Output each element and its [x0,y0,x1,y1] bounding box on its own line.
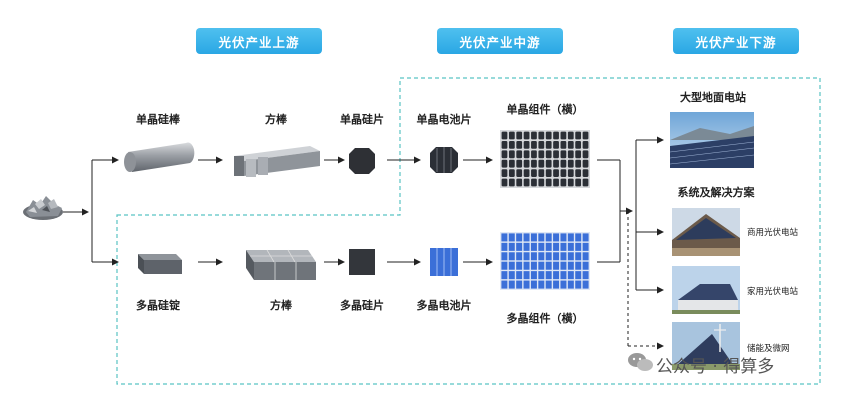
household-station-label: 家用光伏电站 [747,287,799,297]
poly-cell-image [430,248,458,276]
dashed-boundary [116,77,821,385]
poly-ingot-label: 多晶硅锭 [136,299,180,312]
mono-wafer-image [349,148,375,174]
watermark: 公众号 · 得算多 [656,357,775,377]
mono-module-label: 单晶组件（横） [506,103,584,116]
downstream-header: 光伏产业下游 [673,28,799,54]
systems-solutions-title: 系统及解决方案 [677,186,755,199]
raw-silicon-image [23,196,63,220]
mono-cell-label: 单晶电池片 [416,113,472,126]
mono-ingot-image [124,142,195,172]
mono-ingot-label: 单晶硅棒 [136,113,180,126]
mono-module-image [500,130,590,188]
poly-cell-label: 多晶电池片 [416,299,472,312]
poly-square-rod-image [246,249,316,280]
upstream-header: 光伏产业上游 [196,28,322,54]
midstream-header: 光伏产业中游 [437,28,563,54]
mono-cell-image [430,147,458,173]
wechat-icon [628,353,653,371]
commercial-station-photo [672,208,740,256]
poly-wafer-label: 多晶硅片 [340,299,384,312]
mono-wafer-label: 单晶硅片 [340,113,384,126]
commercial-station-label: 商用光伏电站 [747,228,799,238]
poly-ingot-image [138,254,182,274]
storage-microgrid-label: 储能及微网 [747,344,790,354]
ground-station-photo [669,112,755,168]
connector-lines [63,136,664,350]
mono-square-rod-image [234,146,320,177]
ground-station-label: 大型地面电站 [680,91,746,104]
poly-module-label: 多晶组件（横） [506,312,584,325]
poly-module-image [500,232,590,290]
storage-microgrid-photo [672,322,740,370]
poly-square-rod-label: 方棒 [270,299,292,312]
household-station-photo [672,266,740,314]
poly-wafer-image [349,249,375,275]
mono-square-rod-label: 方棒 [265,113,287,126]
